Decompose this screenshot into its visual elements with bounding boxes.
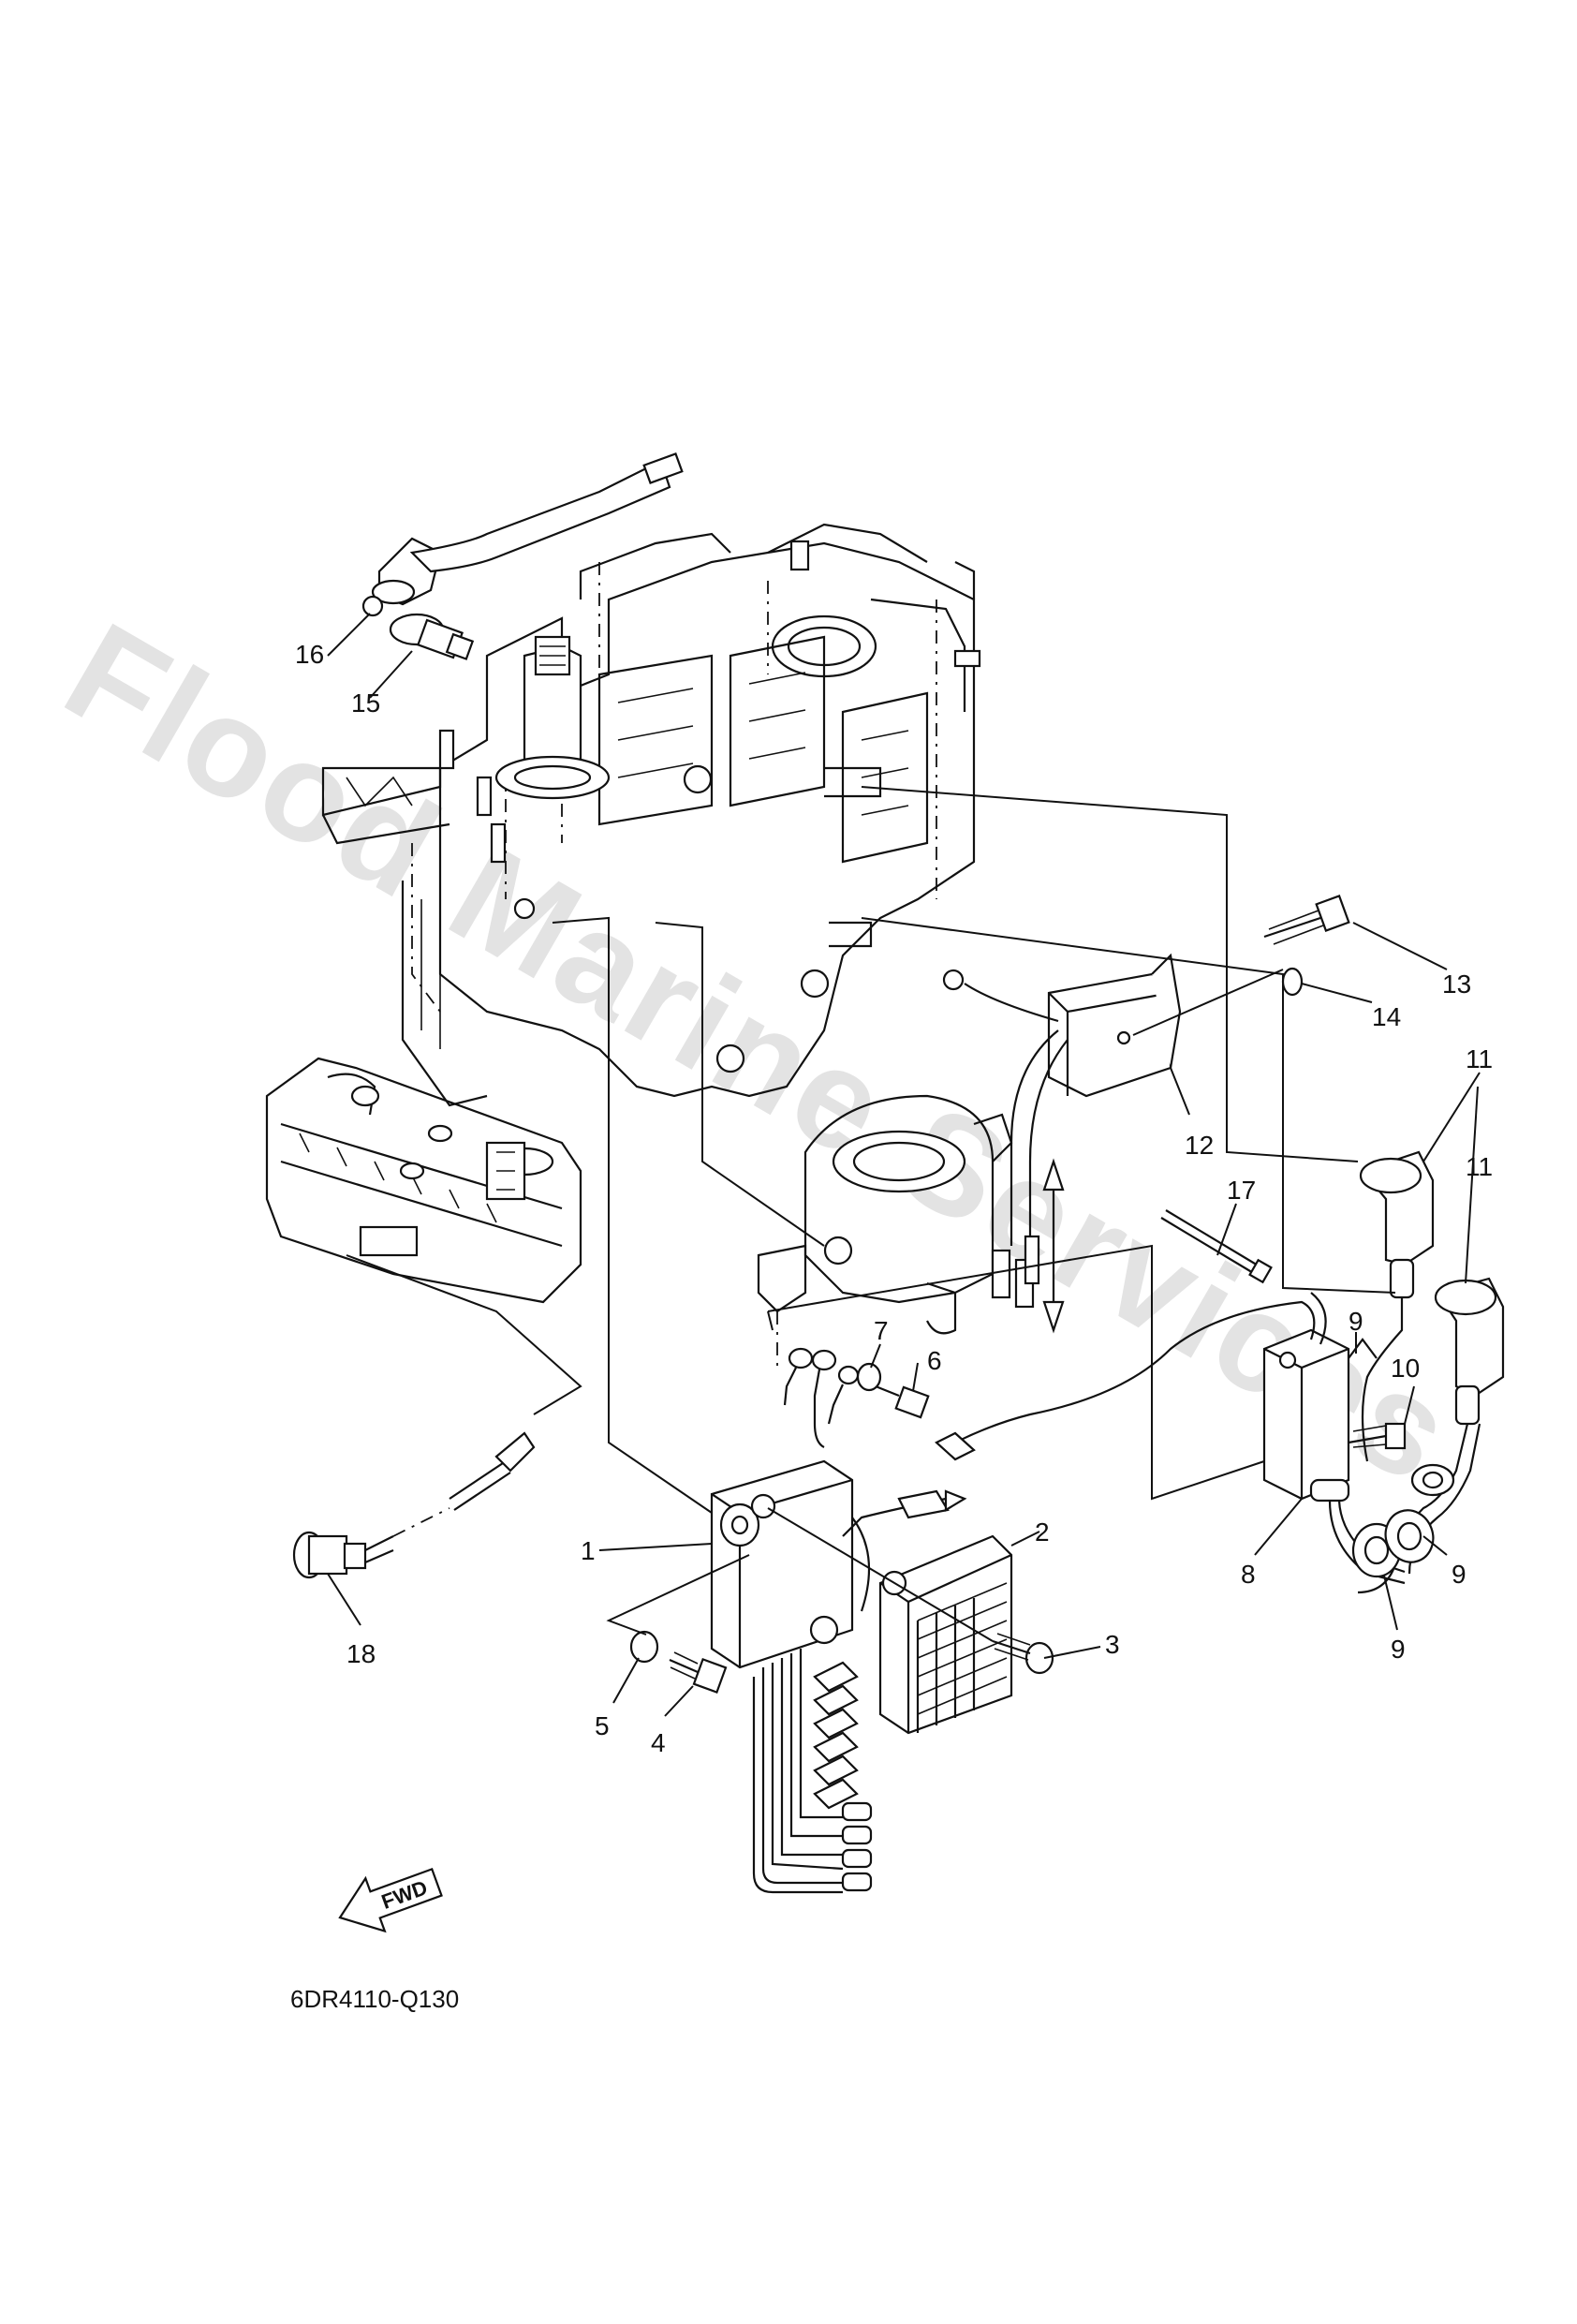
cdi-unit-part-1 <box>710 1459 967 1894</box>
plug-cap-upper-part-11 <box>1359 1150 1435 1462</box>
callout-7: 7 <box>874 1316 889 1345</box>
callout-9b: 9 <box>1452 1560 1466 1589</box>
callout-9c: 9 <box>1391 1635 1406 1664</box>
bolt-part-10 <box>1348 1422 1407 1450</box>
callout-18: 18 <box>346 1639 376 1668</box>
mounting-bracket <box>265 1057 582 1304</box>
callout-9a: 9 <box>1349 1307 1363 1336</box>
harness-terminals <box>813 1661 873 1892</box>
callout-15: 15 <box>351 688 380 718</box>
ring-terminals <box>783 1347 860 1448</box>
plug-cap-lower-part-11 <box>1357 1277 1505 1594</box>
callout-labels: 1 2 3 4 5 6 7 8 9 9 9 10 11 11 12 13 14 … <box>295 640 1493 1757</box>
sensor-part-15 <box>389 613 475 660</box>
washer-part-5 <box>629 1630 659 1664</box>
bolt-part-4 <box>669 1651 728 1695</box>
callout-11b: 11 <box>1466 1152 1493 1181</box>
engine-block <box>321 523 981 1107</box>
callout-14: 14 <box>1372 1002 1401 1031</box>
cable-tie-part-17 <box>1160 1209 1273 1284</box>
assembly-leader-lines <box>346 786 1396 1642</box>
callout-4: 4 <box>651 1728 666 1757</box>
spark-plug-assembly <box>361 452 684 800</box>
callout-3: 3 <box>1105 1630 1120 1659</box>
ignition-coil-part-8 <box>935 1292 1406 1585</box>
bolt-part-13 <box>1263 895 1350 945</box>
grommets-part-9 <box>1348 1338 1455 1578</box>
stator-housing <box>757 1094 1013 1368</box>
callout-13: 13 <box>1442 970 1471 999</box>
callout-6: 6 <box>927 1346 942 1375</box>
callout-5: 5 <box>595 1711 610 1740</box>
fwd-arrow-icon: FWD <box>338 1867 443 1933</box>
bolt-part-6 <box>875 1384 930 1419</box>
callout-2: 2 <box>1035 1517 1050 1547</box>
callout-leaders <box>327 613 1481 1717</box>
rectifier-regulator-part-2 <box>878 1534 1013 1735</box>
callout-1: 1 <box>581 1536 596 1565</box>
sensor-part-18 <box>292 1431 536 1579</box>
diagram-code: 6DR4110-Q130 <box>290 1985 459 2013</box>
callout-16: 16 <box>295 640 324 669</box>
callout-11a: 11 <box>1466 1044 1493 1073</box>
callout-12: 12 <box>1185 1131 1214 1160</box>
washer-part-7 <box>856 1362 882 1392</box>
callout-8: 8 <box>1241 1560 1256 1589</box>
callout-17: 17 <box>1227 1176 1256 1205</box>
bolt-part-3 <box>992 1633 1054 1675</box>
washer-part-14 <box>1281 967 1304 997</box>
callout-10: 10 <box>1391 1354 1420 1383</box>
